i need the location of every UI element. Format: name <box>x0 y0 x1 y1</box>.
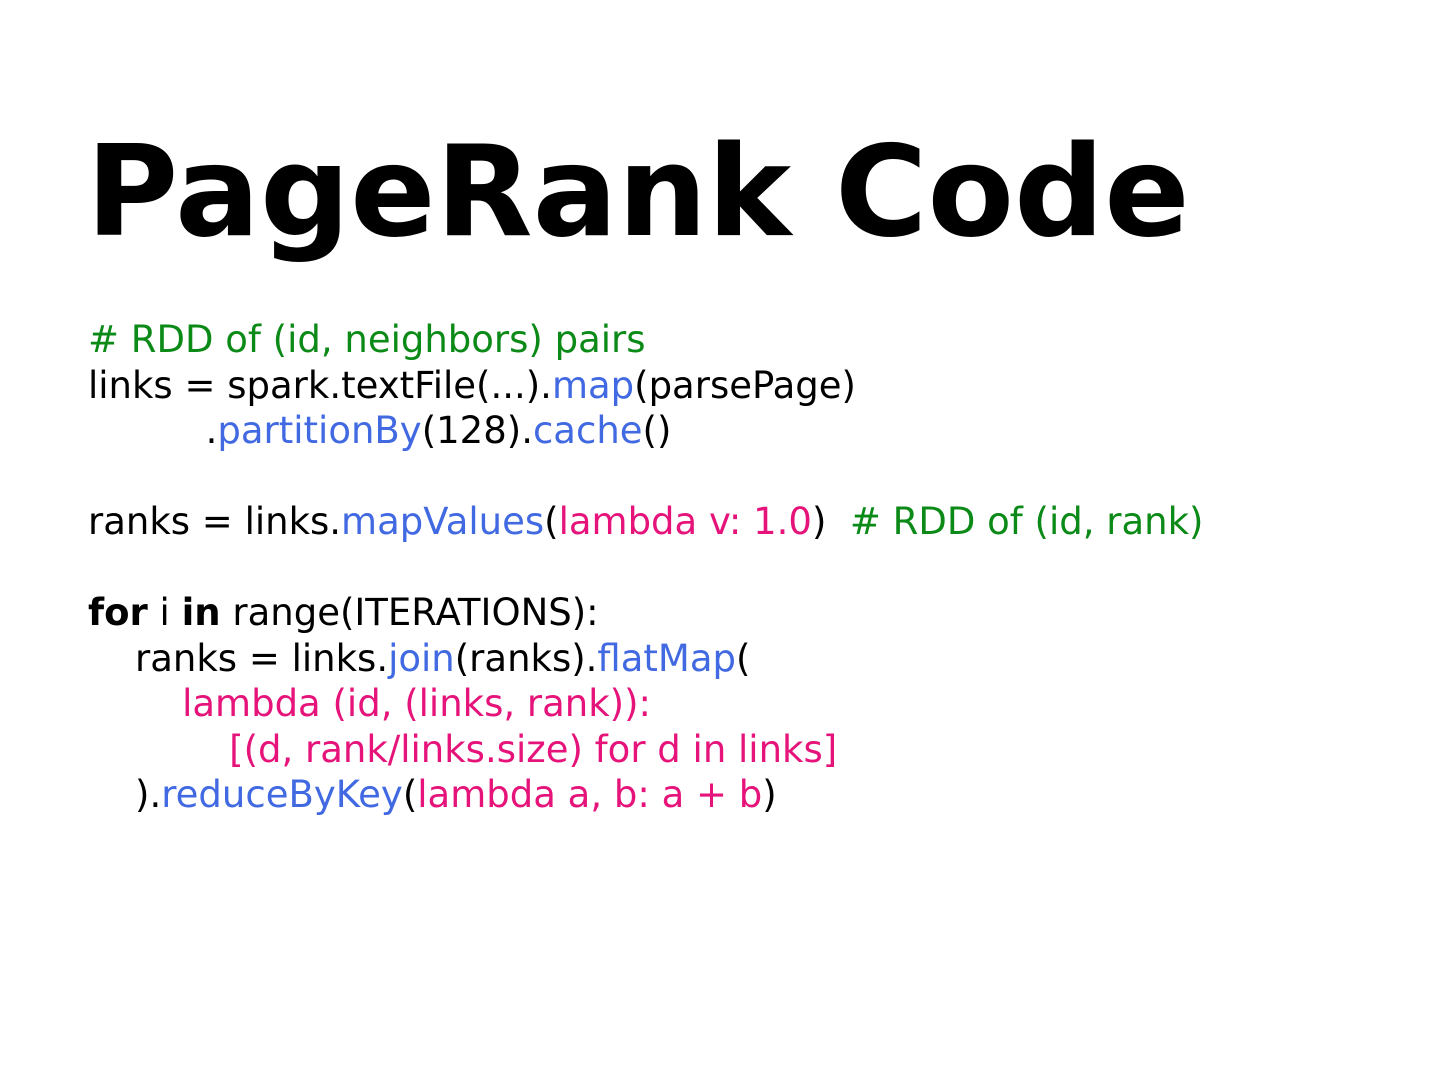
code-token-lambda: lambda v: 1.0 <box>558 500 812 543</box>
code-token-plain: range(ITERATIONS): <box>220 591 599 634</box>
code-line: for i in range(ITERATIONS): <box>88 590 1203 636</box>
slide-title: PageRank Code <box>86 118 1190 265</box>
code-token-method: flatMap <box>597 636 736 680</box>
code-token-plain: ( <box>544 500 559 543</box>
code-token-kw: for <box>88 591 148 634</box>
code-token-plain: (parsePage) <box>634 363 856 407</box>
code-token-plain: ). <box>88 773 162 816</box>
code-line: ranks = links.join(ranks).flatMap( <box>88 636 1203 682</box>
code-token-plain: i <box>147 591 182 634</box>
code-line: lambda (id, (links, rank)): <box>88 681 1203 727</box>
code-token-plain: links = spark.textFile(...). <box>88 363 552 407</box>
code-token-method: cache <box>532 409 643 452</box>
code-token-method: join <box>388 636 455 680</box>
code-token-method: map <box>551 363 635 407</box>
code-token-comment: # RDD of (id, neighbors) pairs <box>88 318 646 361</box>
code-token-plain: ranks = links. <box>88 636 389 680</box>
blank-line <box>88 545 1203 591</box>
code-token-method: partitionBy <box>217 409 422 452</box>
code-token-plain: ranks = links. <box>88 500 342 543</box>
code-line: ranks = links.mapValues(lambda v: 1.0) #… <box>88 499 1203 545</box>
code-token-method: reduceByKey <box>161 773 403 816</box>
code-token-method: mapValues <box>341 500 545 543</box>
code-token-lambda: lambda (id, (links, rank)): <box>88 682 651 725</box>
code-token-plain: ( <box>736 636 751 680</box>
code-token-plain: ) <box>811 500 850 543</box>
code-token-plain: (ranks). <box>454 636 598 680</box>
code-token-lambda: [(d, rank/links.size) for d in links] <box>88 727 838 771</box>
code-token-comment: # RDD of (id, rank) <box>849 500 1204 543</box>
code-token-plain: () <box>642 409 672 452</box>
code-token-plain: . <box>88 409 218 452</box>
code-token-kw: in <box>181 591 221 634</box>
code-line: ).reduceByKey(lambda a, b: a + b) <box>88 772 1203 818</box>
code-line: # RDD of (id, neighbors) pairs <box>88 317 1203 363</box>
code-line: links = spark.textFile(...).map(parsePag… <box>88 363 1203 409</box>
code-line: .partitionBy(128).cache() <box>88 408 1203 454</box>
code-token-plain: ( <box>402 773 418 816</box>
code-token-plain: (128). <box>421 409 533 452</box>
code-token-plain: ) <box>762 773 777 816</box>
blank-line <box>88 454 1203 500</box>
code-token-lambda: lambda a, b: a + b <box>417 773 763 816</box>
code-line: [(d, rank/links.size) for d in links] <box>88 727 1203 773</box>
